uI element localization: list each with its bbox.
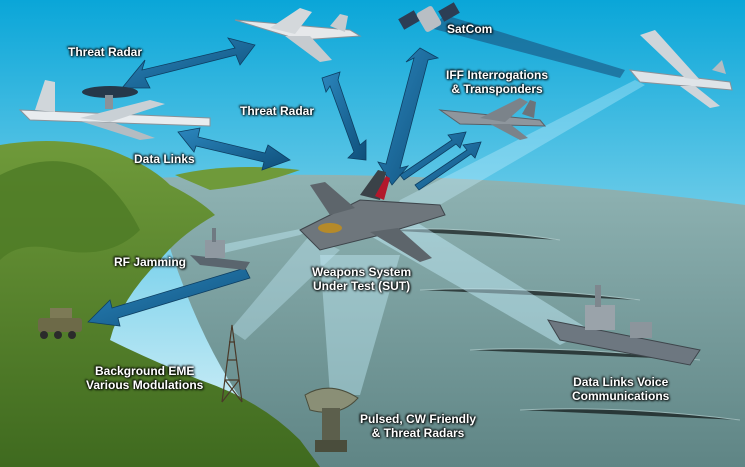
arrow-rf-jamming: [87, 267, 251, 327]
label-threat-radar-left: Threat Radar: [68, 45, 143, 59]
island: [175, 166, 300, 190]
armored-vehicle: [38, 308, 82, 339]
label-satcom: SatCom: [447, 22, 493, 36]
f16-aircraft: [438, 98, 547, 140]
label-iff: IFF Interrogations & Transponders: [446, 68, 548, 96]
beam-to-uav: [380, 80, 645, 240]
arrow-threat-radar-vertical: [321, 71, 367, 161]
label-data-links-voice: Data Links Voice Communications: [572, 375, 670, 403]
label-rf-jamming: RF Jamming: [114, 255, 187, 269]
label-threat-radar-center: Threat Radar: [240, 104, 315, 118]
destroyer-ship: [546, 285, 701, 366]
beam-to-tower: [230, 235, 340, 340]
f35-aircraft: [299, 170, 446, 262]
label-sut: Weapons System Under Test (SUT): [312, 265, 412, 293]
awacs-aircraft: [18, 80, 211, 140]
arrow-iff-2: [414, 141, 482, 191]
fighter-jet-top: [234, 8, 362, 62]
arrow-iff-1: [399, 131, 467, 181]
beam-to-ship: [215, 225, 320, 255]
label-background-eme: Background EME Various Modulations: [86, 364, 204, 392]
signal-arrows: [87, 37, 482, 327]
label-data-links: Data Links: [134, 152, 195, 166]
mountain-ridge: [0, 161, 140, 260]
arrow-threat-radar-top: [121, 37, 256, 89]
label-pulsed-radars: Pulsed, CW Friendly & Threat Radars: [360, 412, 477, 440]
satellite: [398, 2, 460, 32]
radio-tower: [221, 324, 243, 403]
beam-satcom-uav: [430, 15, 625, 78]
beam-to-radar-dish: [320, 255, 400, 395]
global-hawk-uav: [628, 30, 733, 108]
arrow-data-links: [177, 127, 291, 171]
radar-dish: [304, 387, 359, 452]
sea: [150, 174, 745, 467]
frigate-ship: [190, 228, 250, 270]
sea-waves: [379, 228, 741, 421]
arrow-satcom: [377, 47, 440, 186]
